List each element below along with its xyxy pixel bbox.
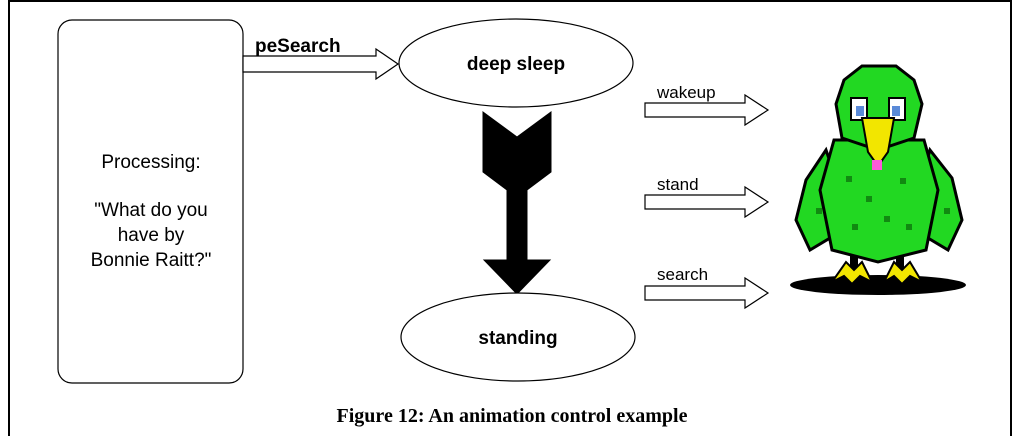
pesearch-arrow-shape: [242, 47, 400, 81]
parrot-character-icon: [790, 64, 966, 295]
processing-box: [57, 19, 244, 384]
figure-caption: Figure 12: An animation control example: [337, 405, 688, 427]
bird-left-pupil: [856, 106, 864, 116]
processing-heading: Processing:: [101, 152, 200, 173]
search-arrow-shape: [644, 276, 770, 310]
transition-arrow: [482, 111, 552, 295]
bird-feather-mark: [866, 196, 872, 202]
bird-right-leg: [896, 248, 904, 274]
search-arrow: search: [644, 265, 770, 310]
bird-feather-mark: [900, 178, 906, 184]
bird-head: [834, 64, 924, 152]
bird-feather-mark: [884, 216, 890, 222]
state-standing: [400, 292, 636, 382]
pesearch-label: peSearch: [255, 36, 341, 57]
bird-left-leg: [850, 248, 858, 274]
bird-right-foot: [881, 260, 925, 286]
stand-arrow-shape: [644, 185, 770, 219]
bird-body: [818, 138, 940, 264]
bird-feather-mark: [944, 208, 950, 214]
wakeup-label: wakeup: [656, 83, 716, 102]
query-line-1: "What do you: [94, 200, 207, 221]
bird-shadow: [790, 275, 966, 295]
query-line-2: have by: [118, 225, 185, 246]
state-deep-sleep-label: deep sleep: [467, 54, 565, 75]
stand-arrow: stand: [644, 175, 770, 219]
stand-label: stand: [657, 175, 699, 194]
bird-right-pupil: [892, 106, 900, 116]
bird-beak: [860, 117, 896, 168]
wakeup-arrow-shape: [644, 93, 770, 127]
bird-feather-mark: [816, 208, 822, 214]
state-standing-label: standing: [478, 328, 557, 349]
pesearch-arrow: peSearch: [242, 36, 400, 81]
bird-feather-mark: [852, 224, 858, 230]
state-deep-sleep: [398, 18, 634, 108]
bird-feather-mark: [846, 176, 852, 182]
query-line-3: Bonnie Raitt?": [91, 250, 212, 271]
bird-tongue: [872, 160, 882, 170]
search-label: search: [657, 265, 708, 284]
bird-left-foot: [831, 260, 875, 286]
wakeup-arrow: wakeup: [644, 83, 770, 127]
bird-feather-mark: [906, 224, 912, 230]
